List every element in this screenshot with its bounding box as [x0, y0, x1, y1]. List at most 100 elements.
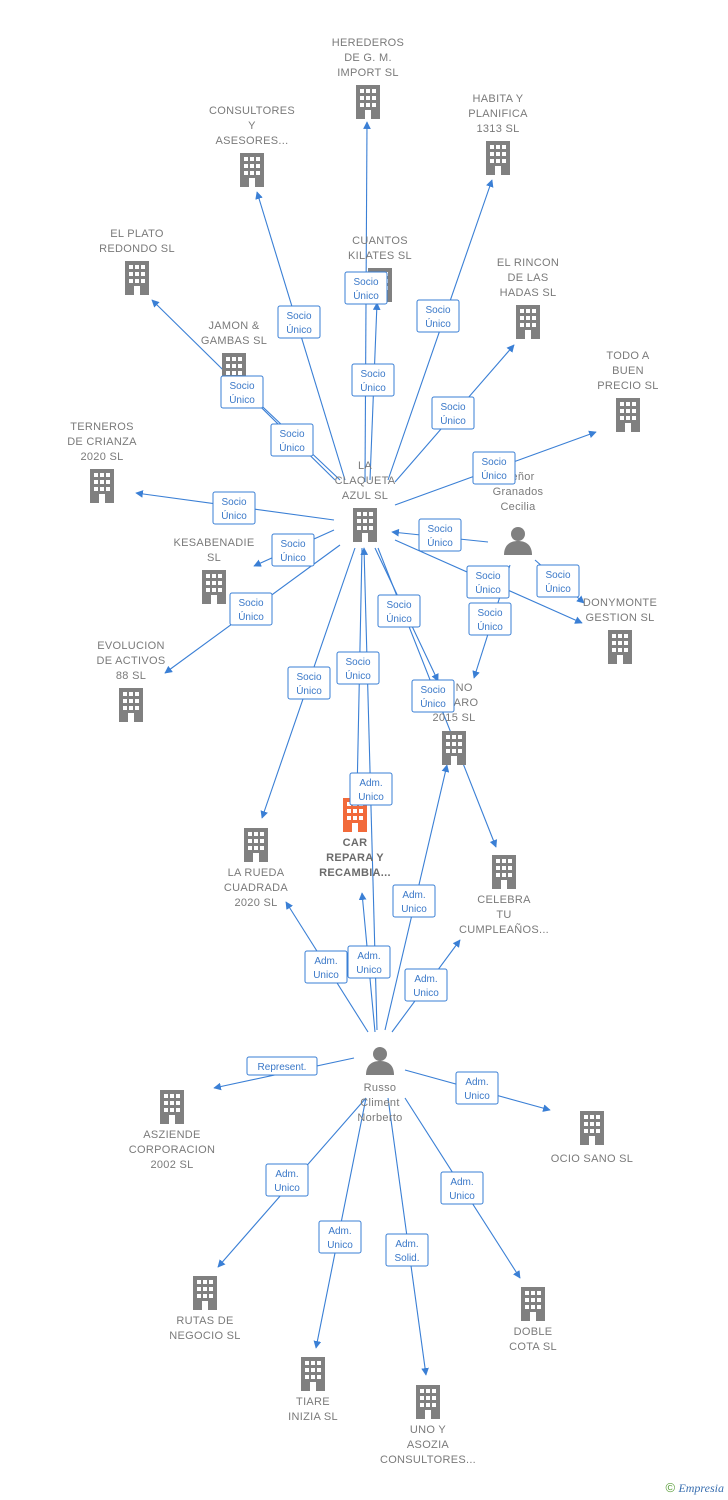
- node-label-line: Norberto: [357, 1112, 402, 1124]
- edge-label-text: Socio: [360, 369, 385, 380]
- edge-label[interactable]: Adm.Solid.: [385, 1233, 429, 1267]
- edge-label-text: Socio: [545, 570, 570, 581]
- node-label-line: 2020 SL: [80, 451, 123, 463]
- edge-label[interactable]: Adm.Unico: [455, 1071, 499, 1105]
- node-label-line: 1313 SL: [476, 123, 519, 135]
- node-label-line: CUMPLEAÑOS...: [459, 923, 549, 936]
- edge-label-text: Socio: [420, 685, 445, 696]
- edge-label-text: Solid.: [394, 1253, 419, 1264]
- edge-label-text: Adm.: [328, 1226, 351, 1237]
- edge-label-box: [265, 1163, 309, 1197]
- edge-label-box: [304, 950, 348, 984]
- edge-label-box: [287, 666, 331, 700]
- node-label-line: Granados: [493, 486, 544, 498]
- edge-label-box: [377, 594, 421, 628]
- node-ociosano[interactable]: OCIO SANO SL: [551, 1111, 633, 1165]
- node-label-line: CLAQUETA: [335, 475, 396, 487]
- empresia-logo[interactable]: Empresia: [678, 1481, 724, 1495]
- edge-label-text: Socio: [279, 429, 304, 440]
- node-celebra[interactable]: CELEBRATUCUMPLEAÑOS...: [459, 855, 549, 936]
- edge-label[interactable]: Represent.: [246, 1056, 318, 1076]
- edge-label[interactable]: Adm.Unico: [440, 1171, 484, 1205]
- edge-label-box: [392, 884, 436, 918]
- node-label-line: CAR: [343, 837, 368, 849]
- edge-label-box: [466, 565, 510, 599]
- edge-label-box: [270, 423, 314, 457]
- edge-label[interactable]: Adm.Unico: [304, 950, 348, 984]
- edge-label-text: Único: [475, 583, 501, 596]
- edge-label[interactable]: Adm.Unico: [392, 884, 436, 918]
- node-label-line: Climent: [360, 1097, 399, 1109]
- edge-label-text: Unico: [449, 1191, 475, 1202]
- edge-label[interactable]: Adm.Unico: [347, 945, 391, 979]
- edge-label-box: [220, 375, 264, 409]
- node-label-line: REPARA Y: [326, 852, 384, 864]
- node-label-line: 2002 SL: [150, 1159, 193, 1171]
- edge-label-text: Socio: [386, 600, 411, 611]
- node-label-line: GESTION SL: [585, 612, 654, 624]
- node-label-line: UNO Y: [410, 1424, 447, 1436]
- node-consultores[interactable]: CONSULTORESYASESORES...: [209, 105, 295, 187]
- node-label-line: TODO A: [606, 350, 650, 362]
- building-icon: [119, 688, 143, 722]
- edge-label[interactable]: Adm.Unico: [318, 1220, 362, 1254]
- edge-label-box: [246, 1056, 318, 1076]
- edge-label-text: Único: [420, 697, 446, 710]
- edge-label-text: Socio: [238, 598, 263, 609]
- person-icon: [366, 1047, 394, 1075]
- node-car[interactable]: CAR REPARA Y RECAMBIA...: [319, 798, 391, 879]
- edge-label-text: Socio: [353, 277, 378, 288]
- edge-label[interactable]: Adm.Unico: [404, 968, 448, 1002]
- edge-label[interactable]: Adm.Unico: [349, 772, 393, 806]
- edge-label[interactable]: Adm.Unico: [265, 1163, 309, 1197]
- node-label-line: CUANTOS: [352, 235, 408, 247]
- node-label-line: AZUL SL: [342, 490, 388, 502]
- node-unoyasozia[interactable]: UNO YASOZIACONSULTORES...: [380, 1385, 476, 1466]
- edge-label-text: Socio: [221, 497, 246, 508]
- node-label-line: CELEBRA: [477, 894, 531, 906]
- building-icon: [608, 630, 632, 664]
- node-jamon[interactable]: JAMON &GAMBAS SL: [201, 320, 267, 387]
- building-icon: [353, 508, 377, 542]
- edge-label-text: Adm.: [414, 974, 437, 985]
- node-label-line: RECAMBIA...: [319, 867, 391, 879]
- edge-label-text: Socio: [477, 608, 502, 619]
